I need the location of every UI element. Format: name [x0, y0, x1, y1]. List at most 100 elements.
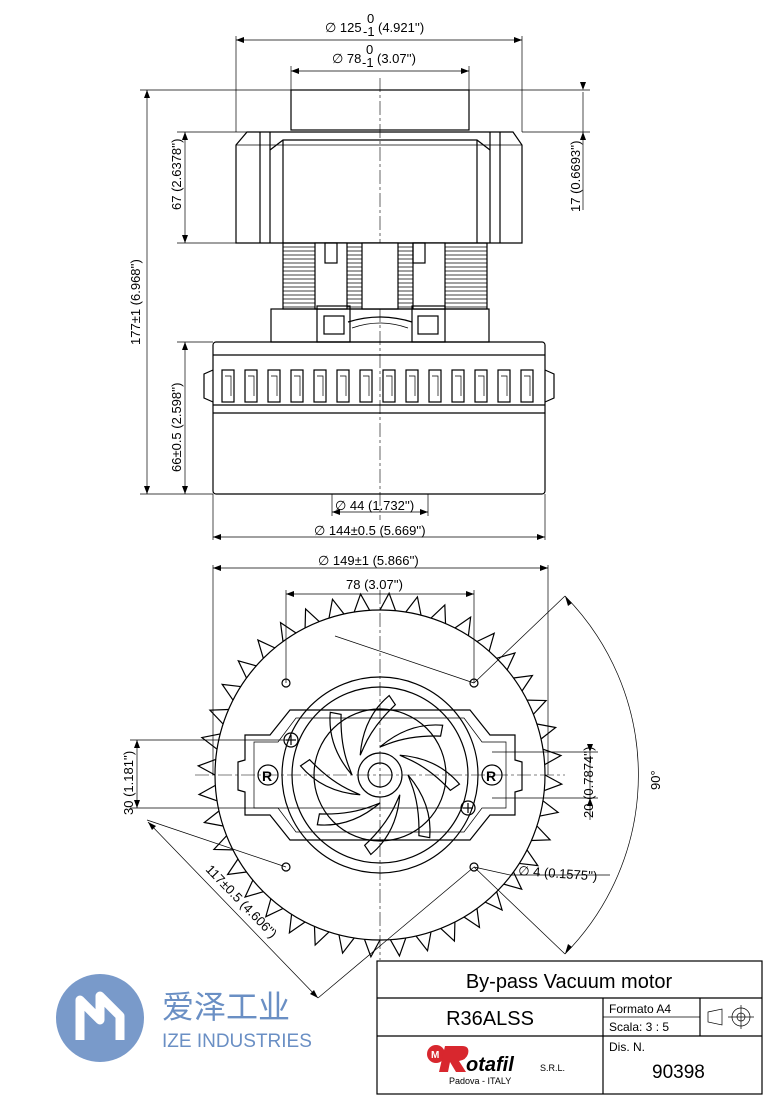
vent-slot: [313, 369, 327, 403]
drawing-title: By-pass Vacuum motor: [466, 971, 673, 993]
dim-angle90-label: 90°: [648, 770, 663, 790]
fan-tooth: [338, 934, 355, 955]
dim-v30-label: 30 (1.181''): [121, 751, 136, 815]
dim-h177-label: 177±1 (6.968''): [128, 259, 143, 345]
dim-d78-inch: (3.07''): [377, 51, 416, 66]
vent-slot: [290, 369, 304, 403]
company-location: Padova - ITALY: [449, 1076, 511, 1086]
impeller-blade: [316, 802, 381, 826]
dis-label: Dis. N.: [609, 1040, 645, 1054]
title-block: By-pass Vacuum motor R36ALSS Formato A4 …: [376, 960, 763, 1095]
fan-tooth: [476, 632, 496, 652]
fan-tooth: [237, 659, 257, 679]
fan-tooth: [430, 603, 447, 624]
vent-slot: [359, 369, 373, 403]
fan-tooth: [196, 758, 216, 776]
vent-slot: [520, 369, 534, 403]
dim-d78-tol-up: 0: [366, 42, 373, 57]
fan-tooth: [544, 774, 564, 792]
fan-tooth: [243, 879, 264, 899]
fan-tooth: [415, 931, 432, 953]
fan-tooth: [484, 891, 504, 912]
fan-tooth: [440, 922, 456, 943]
brush-terminal-left: R: [257, 764, 279, 786]
watermark-chinese: 爱泽工业: [162, 988, 290, 1026]
impeller-blade: [407, 774, 431, 839]
svg-text:R: R: [486, 768, 496, 784]
motor-ring-outer: [281, 676, 479, 874]
fan-tooth: [288, 914, 306, 935]
impeller-blade: [299, 758, 361, 796]
impeller-blade: [399, 754, 461, 792]
fan-tooth: [279, 621, 297, 642]
vent-slot: [405, 369, 419, 403]
brush-terminal-right: R: [481, 764, 503, 786]
vent-slot: [382, 369, 396, 403]
vent-slot: [336, 369, 350, 403]
fan-tooth: [220, 683, 241, 701]
fan-tooth: [539, 800, 560, 817]
side-view: [203, 78, 555, 520]
side-dimensions: ∅ 125 0 -1 (4.921'') ∅ 78 0 -1 (3.07'') …: [128, 11, 590, 540]
vent-slot: [497, 369, 511, 403]
fan-housing: [212, 341, 546, 495]
fan-tooth: [212, 835, 233, 851]
impeller-blade: [329, 711, 353, 776]
dim-d78-tol-dn: -1: [362, 55, 374, 70]
fan-tooth: [454, 615, 472, 636]
mount-hole: [281, 862, 291, 872]
ize-logo-icon: [56, 974, 144, 1062]
fan-tooth: [542, 748, 563, 766]
top-cap: [290, 89, 470, 131]
stator: [282, 242, 488, 310]
vent-slot: [428, 369, 442, 403]
rotafil-logo: M otafil S.R.L. Padova - ITALY: [427, 1045, 565, 1086]
fan-tooth: [256, 638, 276, 659]
dim-diag117-label: 117±0.5 (4.606''): [203, 862, 280, 941]
vent-slot: [451, 369, 465, 403]
fan-outer-ring: [214, 609, 546, 941]
projection-symbol-icon: [707, 1005, 754, 1029]
fan-tooth: [363, 939, 381, 959]
svg-text:M: M: [431, 1050, 439, 1061]
fan-tooth: [200, 733, 221, 750]
dim-d149-label: ∅ 149±1 (5.866''): [318, 553, 419, 568]
fan-tooth: [313, 926, 330, 947]
fan-tooth: [513, 674, 534, 692]
fan-tooth: [208, 708, 229, 725]
exhaust-vents: [221, 369, 534, 403]
fan-tooth: [353, 592, 371, 613]
fan-tooth: [503, 871, 523, 891]
dim-v20-label: 20 (0.7874''): [581, 747, 596, 818]
fan-teeth: [196, 591, 564, 959]
model-number: R36ALSS: [446, 1008, 534, 1030]
dim-h67-label: 67 (2.6378''): [169, 139, 184, 210]
fan-tooth: [389, 937, 407, 958]
dim-d125-tol-up: 0: [367, 11, 374, 26]
dim-h66-label: 66±0.5 (2.598''): [169, 383, 184, 472]
drawing-number: 90398: [652, 1062, 705, 1083]
vent-slot: [244, 369, 258, 403]
fan-tooth: [264, 898, 284, 918]
impeller-blade: [379, 724, 444, 748]
fan-tooth: [527, 699, 548, 715]
dim-h17-label: 17 (0.6693''): [568, 141, 583, 212]
dim-d144-label: ∅ 144±0.5 (5.669''): [314, 523, 426, 538]
brush-bracket: [237, 709, 523, 841]
vent-slot: [267, 369, 281, 403]
fan-tooth: [536, 723, 558, 740]
fan-tooth: [379, 591, 397, 611]
fan-tooth: [304, 607, 320, 628]
dim-d125-label: ∅ 125: [325, 20, 362, 35]
impeller-blades: [299, 694, 461, 856]
bottom-view: R R: [195, 590, 565, 960]
company-name: otafil: [466, 1054, 514, 1076]
mount-hole: [469, 862, 479, 872]
vent-slot: [474, 369, 488, 403]
dim-d78-label: ∅ 78: [332, 51, 361, 66]
fan-tooth: [463, 908, 481, 929]
watermark-english: IZE INDUSTRIES: [162, 1031, 312, 1052]
company-suffix: S.R.L.: [540, 1063, 565, 1073]
dim-d44-label: ∅ 44 (1.732''): [335, 498, 414, 513]
